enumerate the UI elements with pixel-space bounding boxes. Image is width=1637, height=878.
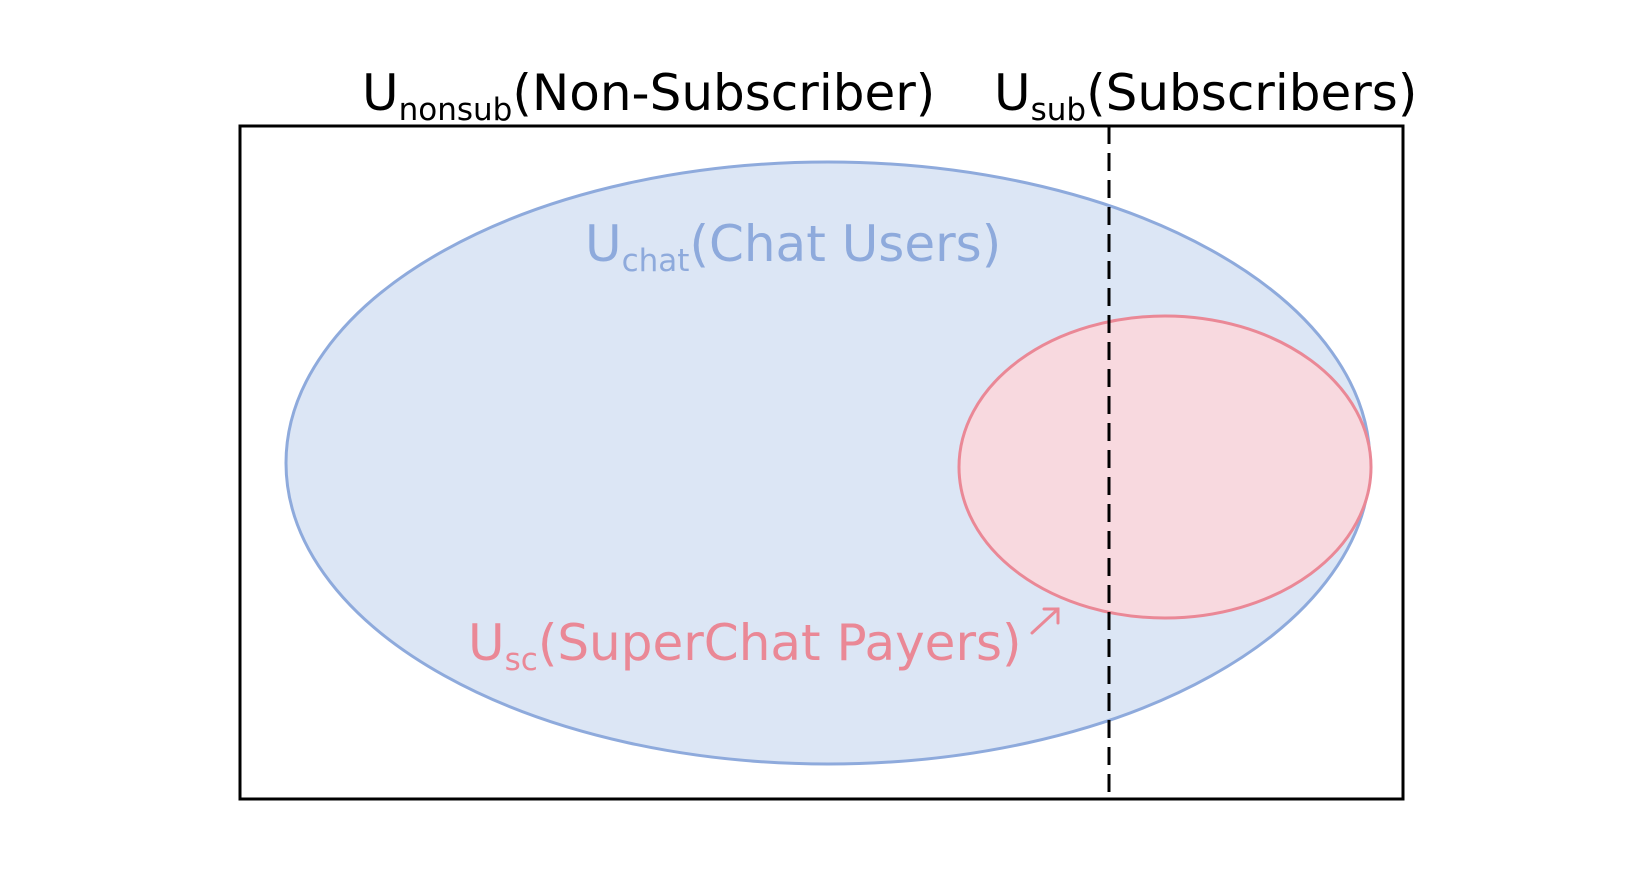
superchat-payers-ellipse xyxy=(957,314,1373,620)
nonsub-label: Unonsub(Non-Subscriber) xyxy=(362,64,935,128)
sub-label: Usub(Subscribers) xyxy=(994,64,1417,128)
superchat-pointer-arrow xyxy=(1030,607,1060,635)
chat-users-label: Uchat(Chat Users) xyxy=(585,215,1001,279)
superchat-payers-label: Usc(SuperChat Payers) xyxy=(468,614,1022,678)
